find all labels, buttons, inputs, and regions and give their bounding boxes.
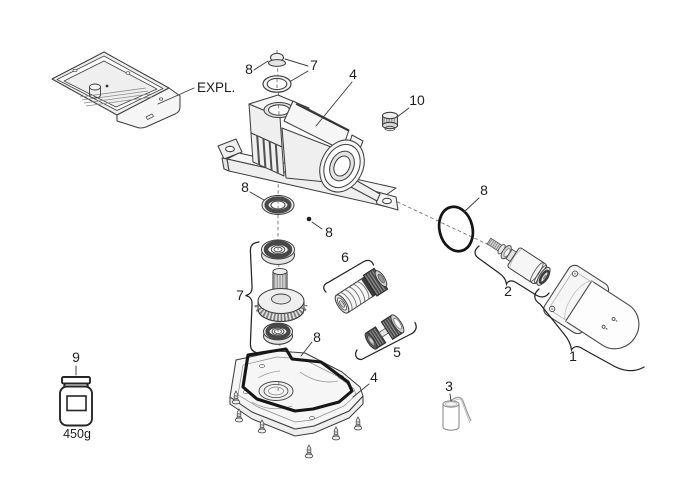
screw bbox=[304, 444, 314, 459]
cap-ring-leader-a bbox=[284, 58, 309, 67]
callout-grease-jar: 9 bbox=[72, 349, 80, 365]
motor-can bbox=[564, 280, 640, 350]
pin-leader bbox=[311, 221, 323, 230]
housing-rib-face bbox=[250, 132, 285, 177]
worm-spiral bbox=[339, 281, 370, 312]
housing-leader bbox=[315, 81, 353, 127]
grease-jar bbox=[59, 376, 93, 427]
gearbox-housing bbox=[217, 94, 399, 211]
callout-capacitor: 3 bbox=[445, 378, 453, 394]
callout-pinion-pair: 5 bbox=[393, 344, 401, 360]
output-seal-ring bbox=[261, 194, 295, 216]
gasket-leader bbox=[300, 341, 313, 357]
cover-skirt bbox=[116, 87, 181, 129]
worm-shaft bbox=[334, 267, 389, 314]
callout-worm-shaft: 6 bbox=[341, 249, 349, 265]
screw bbox=[331, 426, 341, 441]
worm-groove bbox=[361, 276, 377, 297]
callout-output-gear-group: 7 bbox=[236, 287, 244, 303]
upper-bearing bbox=[260, 239, 296, 266]
gear-teeth bbox=[254, 304, 308, 321]
group-brackets bbox=[245, 241, 645, 372]
callout-bottom-cover: 4 bbox=[370, 369, 378, 385]
lower-bearing bbox=[262, 322, 294, 345]
callout-housing: 4 bbox=[349, 66, 357, 82]
callout-rotor: 2 bbox=[504, 283, 512, 299]
cover-tray bbox=[51, 51, 181, 129]
center-axis-lines bbox=[276, 49, 490, 379]
grease-jar-label bbox=[66, 395, 87, 412]
cover-skirt-hole bbox=[158, 97, 164, 101]
capacitor-wire bbox=[449, 396, 472, 422]
rotor-brace bbox=[474, 245, 550, 298]
callout-leaders bbox=[75, 58, 480, 402]
expl-label: EXPL. bbox=[197, 80, 235, 95]
o-ring bbox=[437, 205, 475, 253]
motor-body bbox=[543, 264, 640, 350]
capacitor-wire bbox=[452, 398, 471, 424]
screw bbox=[353, 416, 363, 431]
top-seal-ring bbox=[262, 75, 292, 93]
cover-pin-dot bbox=[105, 84, 109, 88]
o-ring-leader bbox=[463, 197, 480, 213]
callout-o-ring: 8 bbox=[480, 182, 488, 198]
pinion-pair bbox=[364, 314, 405, 350]
callout-numbers: EXPL. 8 7 4 10 8 8 7 6 5 8 4 8 2 1 3 9 4… bbox=[63, 57, 577, 441]
output-seal-leader bbox=[249, 191, 265, 201]
callout-cap-and-ring: 7 bbox=[310, 57, 318, 73]
oil-plug bbox=[381, 111, 399, 132]
callout-pin: 8 bbox=[325, 224, 333, 240]
output-gear bbox=[254, 287, 308, 322]
housing-ribs bbox=[256, 135, 279, 174]
capacitor-body bbox=[442, 404, 460, 431]
axis-through-boss bbox=[277, 381, 280, 392]
capacitor-leader bbox=[449, 393, 452, 402]
rotor-armature bbox=[486, 237, 551, 286]
oil-plug-leader bbox=[396, 107, 410, 118]
worm-shaft-bracket bbox=[323, 259, 375, 293]
gear-group-brace bbox=[245, 241, 260, 354]
breather-cap bbox=[267, 52, 287, 67]
cover-floor-ribs bbox=[79, 87, 153, 107]
grease-weight-label: 450g bbox=[63, 427, 91, 441]
cover-skirt-slot bbox=[145, 113, 154, 120]
cover-hole bbox=[72, 68, 78, 73]
housing-motor-bore bbox=[319, 139, 365, 193]
pinion-pair-bracket bbox=[355, 321, 417, 361]
callout-top-cap: 8 bbox=[245, 61, 253, 77]
capacitor bbox=[442, 396, 472, 431]
bottom-cover bbox=[229, 350, 364, 437]
cover-gasket bbox=[241, 347, 354, 413]
cover-boss-cylinder bbox=[89, 83, 101, 99]
callout-output-seal: 8 bbox=[241, 179, 249, 195]
callout-oil-plug: 10 bbox=[409, 92, 425, 108]
cap-ring-leader-b bbox=[290, 70, 309, 82]
bottom-cover-leader bbox=[352, 383, 370, 398]
callout-motor-body: 1 bbox=[569, 348, 577, 364]
expl-leader bbox=[157, 87, 195, 105]
cover-hole bbox=[125, 71, 131, 75]
motor-brace bbox=[534, 288, 645, 372]
callout-gasket: 8 bbox=[313, 329, 321, 345]
top-cap-leader bbox=[253, 60, 269, 71]
output-gear-shaft bbox=[272, 267, 288, 295]
locating-pin-dot bbox=[306, 216, 312, 222]
